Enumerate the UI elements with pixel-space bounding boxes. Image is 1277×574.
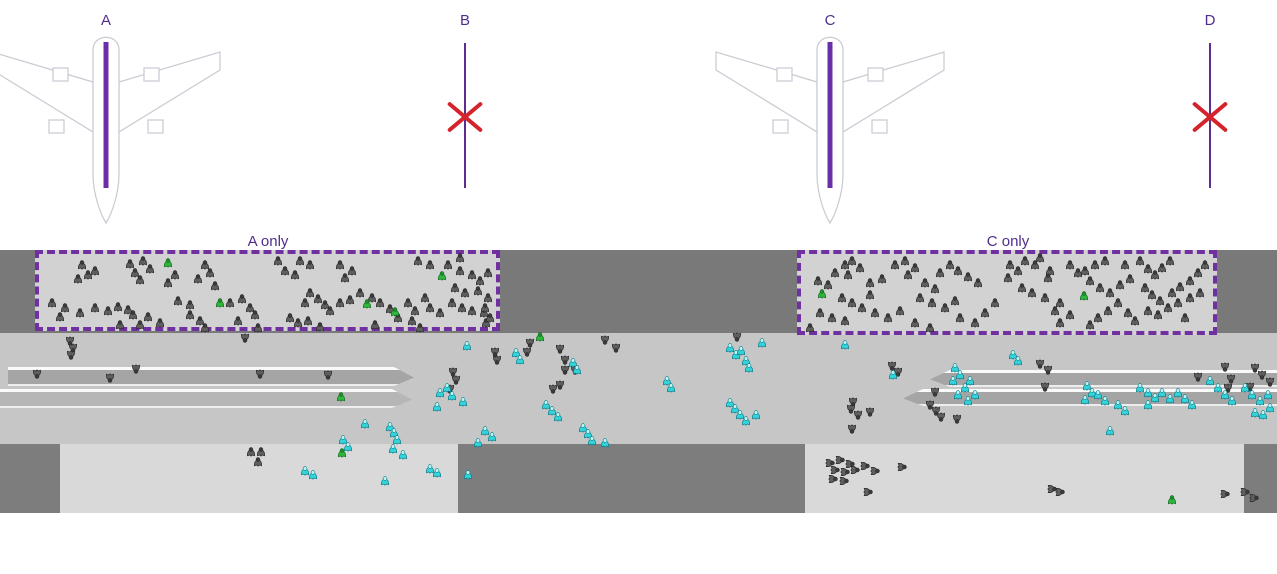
airplane-gate-c-icon	[715, 36, 945, 225]
gate-d-label: D	[1204, 12, 1216, 29]
gate-c-boarding-line	[827, 42, 833, 188]
gate-b-label: B	[459, 12, 470, 29]
zone-a-only-box	[35, 250, 500, 331]
gate-c-label: C	[824, 12, 836, 29]
moving-walkway-right-upper	[930, 370, 1277, 387]
lower-room-left	[60, 444, 458, 513]
gate-a-label: A	[100, 12, 111, 29]
zone-c-only-box	[797, 250, 1217, 335]
zone-a-only-label: A only	[247, 233, 289, 250]
moving-walkway-left-upper	[8, 367, 414, 386]
moving-walkway-left-lower	[0, 389, 412, 408]
zone-c-only-label: C only	[986, 233, 1030, 250]
gate-a-boarding-line	[103, 42, 109, 188]
moving-walkway-right-lower	[903, 389, 1277, 406]
concourse-corridor	[0, 333, 1277, 444]
lower-room-right	[805, 444, 1244, 513]
airplane-gate-a-icon	[0, 36, 221, 225]
